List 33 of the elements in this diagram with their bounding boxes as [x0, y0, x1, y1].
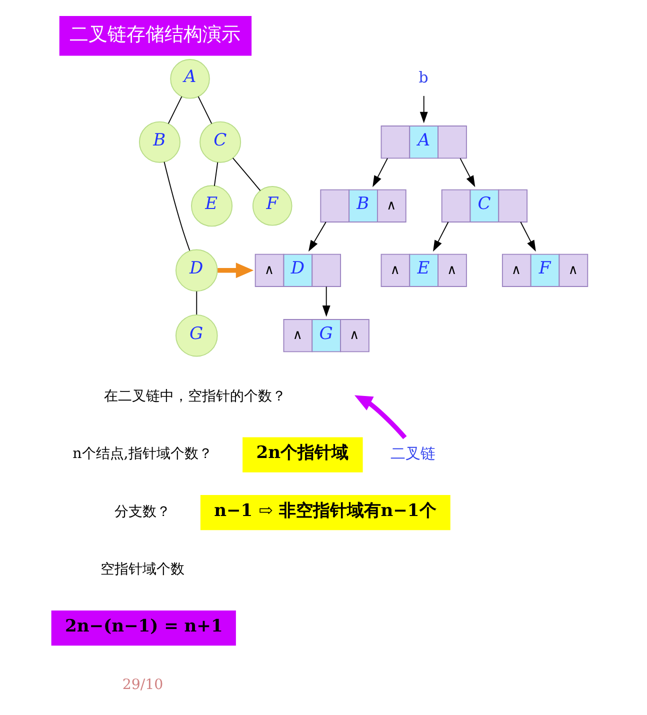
node-circle: A — [170, 59, 210, 99]
label: n个结点,指针域个数？ — [72, 446, 212, 462]
label: 空指针域个数 — [100, 562, 185, 578]
arrow — [460, 158, 476, 188]
node-circle: G — [175, 314, 218, 357]
node-box: 2n−(n−1) = n+1 — [51, 610, 236, 646]
node-text: b — [418, 68, 428, 87]
arrow — [218, 262, 254, 278]
connector — [196, 290, 198, 315]
connector — [232, 158, 261, 191]
node-circle: B — [138, 121, 180, 163]
arrow — [372, 158, 388, 188]
arrow — [354, 395, 407, 440]
connector — [198, 96, 212, 124]
connector — [164, 161, 190, 251]
label: 29/10 — [122, 677, 164, 694]
arrow — [322, 286, 330, 317]
node-circle: F — [252, 186, 292, 226]
label: 在二叉链中，空指针的个数？ — [104, 388, 286, 404]
connector — [168, 96, 182, 124]
node-circle: E — [191, 185, 233, 227]
node-box: 2n个指针域 — [242, 437, 363, 472]
node-circle: C — [200, 121, 242, 163]
node-text: 二叉链 — [390, 444, 436, 462]
label: 分支数？ — [114, 504, 171, 520]
arrow — [308, 222, 326, 252]
arrow — [433, 222, 449, 252]
node-box: n−1 ⇨ 非空指针域有n−1个 — [200, 495, 450, 530]
connector — [214, 162, 218, 186]
node-circle: D — [175, 249, 218, 292]
diagram-title: 二叉链存储结构演示 — [69, 24, 240, 46]
arrow — [420, 95, 428, 124]
arrow — [520, 222, 536, 252]
